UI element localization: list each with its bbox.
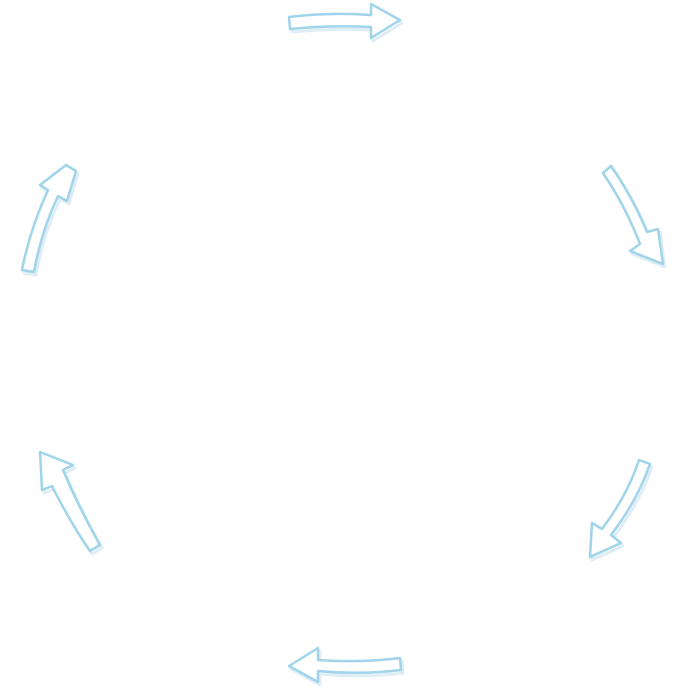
arrow-upper-left-shape xyxy=(20,163,78,274)
arrow-bottom-shape xyxy=(287,646,403,684)
arrow-top-shape xyxy=(287,2,402,40)
arrow-bottom xyxy=(287,646,405,687)
arrow-lower-left-shape xyxy=(38,450,102,553)
arrow-upper-right-shape xyxy=(601,164,665,266)
arrow-top xyxy=(287,2,404,43)
arrow-lower-left xyxy=(38,450,104,556)
arrow-upper-left xyxy=(20,163,80,277)
arrow-upper-right xyxy=(601,164,667,269)
arrow-lower-right-shape xyxy=(588,458,652,559)
arrow-lower-right xyxy=(588,458,654,562)
